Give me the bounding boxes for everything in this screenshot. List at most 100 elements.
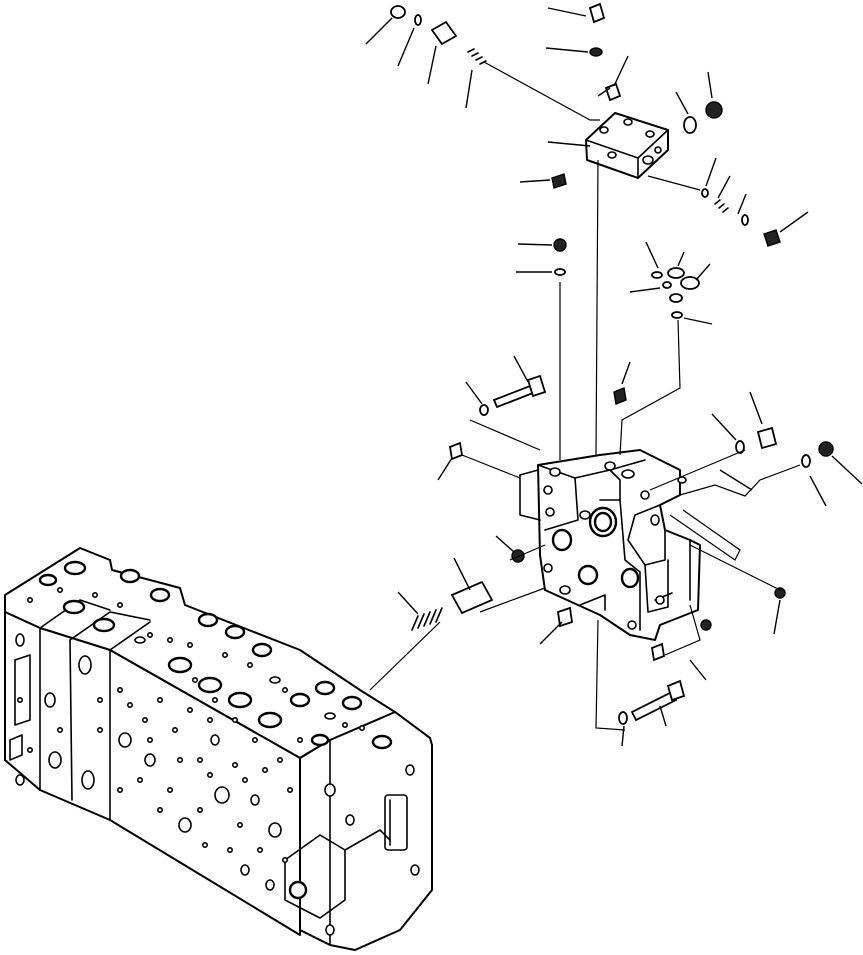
body-port-hole [187, 706, 194, 713]
callout-leader-line [779, 211, 809, 233]
plug-icon [613, 387, 627, 405]
spring-icon [714, 199, 729, 213]
main-valve-body [4, 547, 433, 951]
loose-parts [390, 2, 834, 725]
body-port-hole [56, 726, 63, 733]
plug-icon [448, 441, 464, 461]
callout-leader-line [465, 381, 483, 405]
body-port-hole [227, 846, 234, 853]
body-port-hole [157, 806, 164, 813]
washer-icon [618, 711, 628, 725]
body-port-hole [137, 776, 144, 783]
plug-icon [553, 238, 567, 252]
plug-icon [390, 5, 406, 19]
body-port-hole [252, 736, 259, 743]
o-ring-icon [667, 267, 685, 279]
body-port-hole [232, 716, 239, 723]
callout-leader-line [831, 455, 863, 485]
ball-icon [701, 188, 709, 198]
callout-leader-line [717, 175, 731, 199]
o-ring-icon [680, 276, 700, 290]
body-port-hole [358, 724, 365, 731]
callout-leader-line [711, 413, 737, 441]
callout-leader-line [707, 71, 713, 99]
body-port-hole [187, 641, 194, 648]
body-port-hole [26, 746, 33, 753]
long-bolt-icon [492, 384, 535, 409]
plug-icon [650, 642, 666, 662]
body-port-hole [97, 726, 104, 733]
washer-icon [589, 47, 603, 57]
callout-leader-line [547, 7, 587, 17]
body-port-hole [281, 856, 288, 863]
body-port-hole [142, 716, 149, 723]
body-port-hole [117, 786, 124, 793]
callout-leader-line [513, 355, 529, 383]
body-port-hole [276, 756, 283, 763]
main-body-dots [16, 586, 365, 863]
callout-leader-line [621, 361, 631, 385]
callout-leader-line [809, 475, 827, 507]
plug-icon [756, 426, 778, 450]
callout-leader-line [397, 591, 419, 615]
body-port-hole [97, 696, 104, 703]
callout-leader-line [689, 659, 707, 681]
spring-icon [411, 607, 443, 631]
body-port-hole [261, 766, 268, 773]
body-port-hole [16, 696, 23, 703]
o-ring-icon [651, 271, 663, 279]
body-port-hole [197, 806, 204, 813]
body-port-hole [147, 631, 154, 638]
callout-leader-line [365, 17, 393, 45]
bolt-icon [588, 2, 606, 24]
plug-icon [705, 101, 723, 119]
body-port-hole [237, 821, 244, 828]
body-port-hole [286, 786, 293, 793]
body-port-hole [242, 776, 249, 783]
callout-leader-line [705, 157, 717, 187]
callout-leader-line [695, 263, 711, 281]
o-ring-icon [683, 116, 697, 134]
plug-icon [763, 229, 781, 247]
callout-leader-line [465, 69, 473, 109]
callout-leader-line [621, 725, 625, 747]
body-port-hole [117, 601, 124, 608]
body-port-hole [247, 661, 254, 668]
body-port-hole [157, 696, 164, 703]
fitting-icon [430, 20, 458, 46]
body-port-hole [56, 586, 63, 593]
callout-leader-line [613, 55, 629, 87]
body-port-hole [207, 771, 214, 778]
long-bolt-icon [630, 690, 678, 722]
body-port-hole [207, 716, 214, 723]
callout-leader-line [737, 193, 747, 215]
body-port-hole [167, 786, 174, 793]
cover-block [585, 112, 669, 179]
o-ring-icon [662, 281, 672, 289]
callout-leader-line [397, 27, 415, 67]
callout-leader-line [677, 251, 685, 267]
body-port-hole [212, 696, 219, 703]
plug-icon [774, 587, 786, 599]
body-port-hole [256, 846, 263, 853]
assembly-lines [369, 61, 801, 731]
valve-section [519, 449, 701, 641]
o-ring-icon [741, 214, 749, 226]
callout-leader-line [519, 179, 551, 183]
body-port-hole [281, 686, 288, 693]
callout-leader-line [645, 241, 659, 269]
body-port-hole [232, 761, 239, 768]
body-port-hole [192, 676, 199, 683]
body-port-hole [296, 736, 303, 743]
body-port-hole [222, 651, 229, 658]
body-port-hole [341, 721, 348, 728]
callout-leader-line [675, 91, 689, 115]
body-port-hole [197, 756, 204, 763]
o-ring-icon [801, 454, 811, 468]
plug-icon [604, 82, 622, 102]
callout-leader-line [453, 557, 471, 591]
callout-leader-line [659, 705, 667, 727]
callout-leader-line [495, 535, 515, 553]
o-ring-icon [671, 311, 683, 319]
